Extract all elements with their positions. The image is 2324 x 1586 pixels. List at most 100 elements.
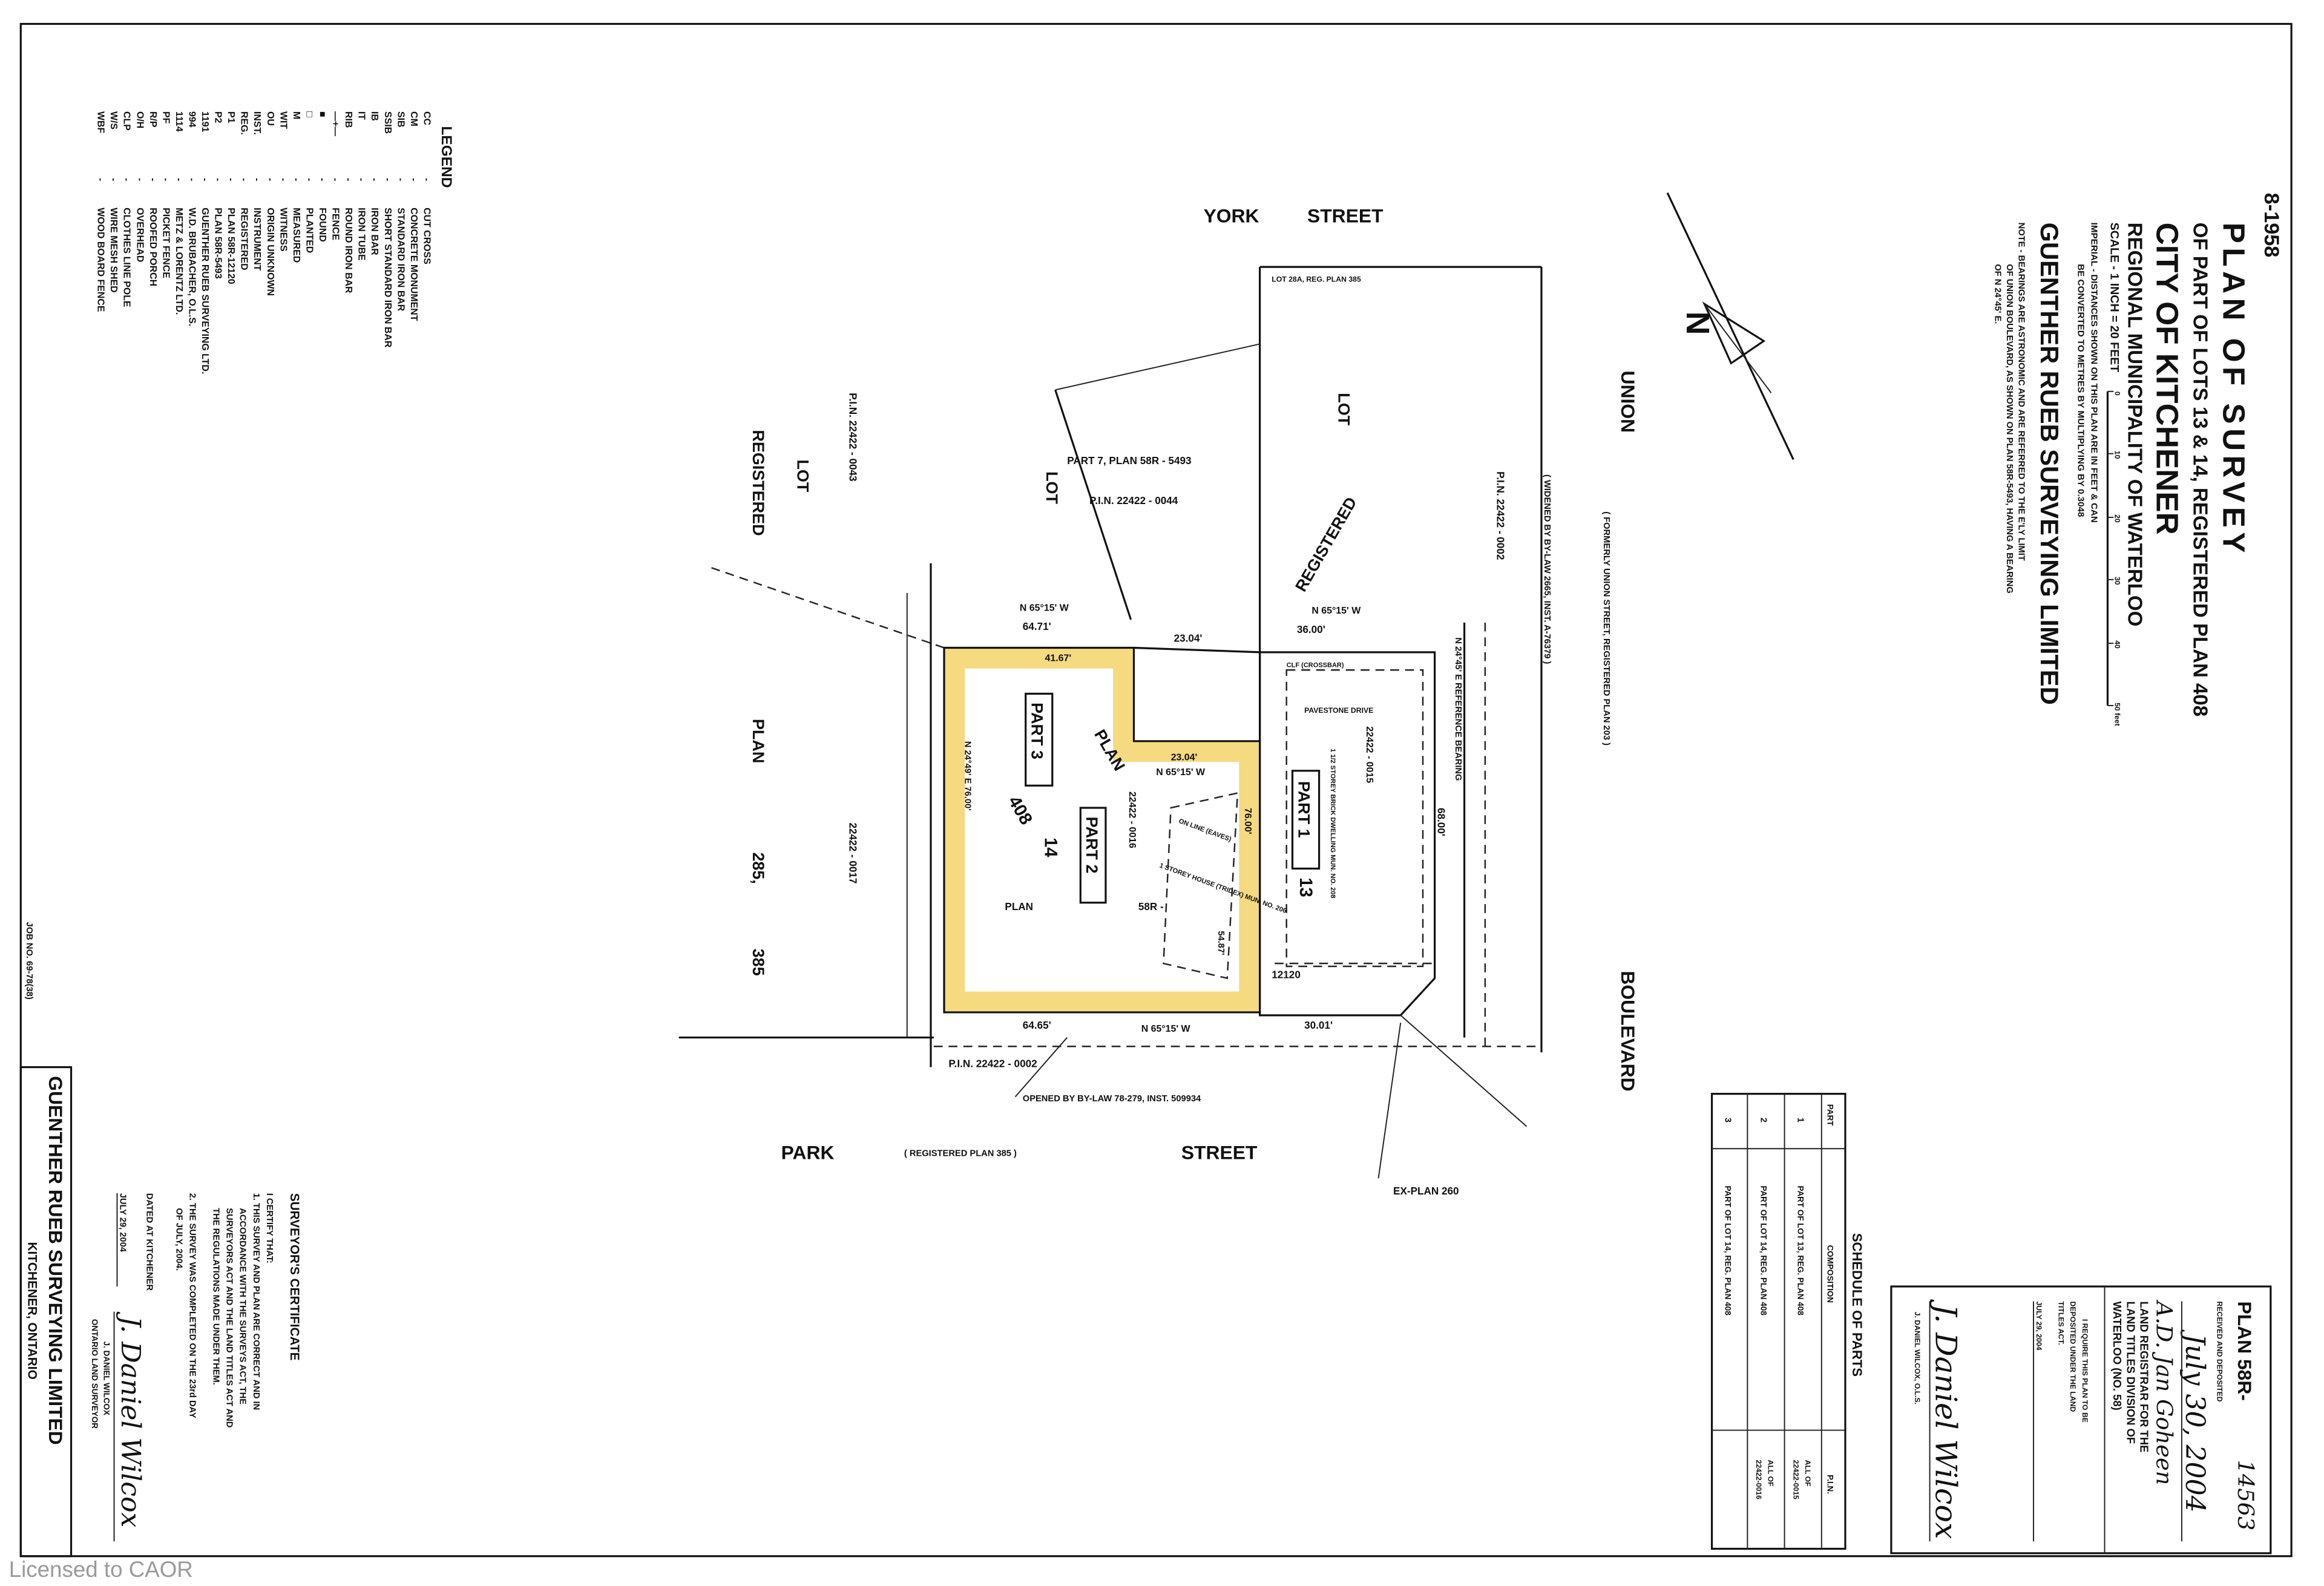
legend-meaning: IRON TUBE (356, 208, 367, 260)
legend-meaning: ROOFED PORCH (148, 208, 158, 286)
legend-separator: - (395, 178, 405, 181)
legend-separator: - (200, 178, 210, 181)
registrar-line: WATERLOO (NO. 58) (2111, 1302, 2124, 1411)
distance-label: 76.00' (1242, 808, 1253, 834)
legend-item: □-PLANTED (304, 111, 314, 253)
legend-item: IB-IRON BAR (369, 111, 379, 255)
plan-number-top: 8-1958 (2260, 193, 2283, 258)
require-line: DEPOSITED UNDER THE LAND (2069, 1302, 2077, 1412)
distance-label: 54.87' (1216, 931, 1226, 955)
certificate-line: THE REGULATIONS MADE UNDER THEM. (211, 1208, 221, 1385)
legend-separator: - (122, 178, 132, 181)
bearing-note-3: OF N 24°45' E. (1992, 264, 2002, 324)
legend-abbr: P1 (226, 111, 236, 123)
legend-meaning: WOOD BOARD FENCE (96, 208, 106, 312)
distance-label: 30.01' (1304, 1019, 1333, 1031)
legend-separator: - (369, 178, 379, 181)
registry-surveyor-signature: J. Daniel Wilcox (1928, 1299, 1963, 1539)
legend-separator: - (239, 178, 249, 181)
distance-label: 64.65' (1023, 1019, 1051, 1031)
parts-2-3-highlight (944, 647, 1260, 1012)
part-composition: PART OF LOT 14, REG. PLAN 408 (1759, 1185, 1768, 1316)
legend-abbr: □ (304, 111, 314, 117)
legend-abbr: REG. (239, 111, 249, 135)
bearing-note-1: NOTE - BEARINGS ARE ASTRONOMIC AND ARE R… (2017, 223, 2026, 561)
plan-label: PLAN 58R- (2234, 1302, 2256, 1401)
plan-ref: 12120 (1272, 969, 1301, 981)
legend-abbr: SIB (395, 111, 405, 128)
legend-abbr: W/S (108, 111, 119, 129)
bearing-label: N 65°15' W (1020, 603, 1069, 613)
legend-item: —+—-FENCE (330, 111, 341, 240)
legend-meaning: MEASURED (291, 208, 301, 263)
legend-abbr: —+— (330, 111, 341, 136)
require-line: TITLES ACT. (2057, 1302, 2066, 1345)
legend-separator: - (96, 178, 106, 181)
lot-label: LOT (1043, 471, 1061, 504)
legend-meaning: CUT CROSS (421, 208, 432, 264)
legend-separator: - (252, 178, 262, 181)
part-pin: ALL OF (1767, 1460, 1775, 1487)
legend-item: 1114-METZ & LORENTZ LTD. (174, 111, 184, 315)
lot-number: 13 (1296, 877, 1316, 897)
york-street-label: YORK (1204, 205, 1259, 227)
scale-tick-label: 20 (2113, 514, 2122, 523)
legend-separator: - (148, 178, 158, 181)
part-2-label: PART 2 (1083, 817, 1101, 874)
part-1-box (1291, 770, 1321, 870)
legend-meaning: ROUND IRON BAR (343, 208, 353, 293)
legend-item: W/S-WIRE MESH SHED (108, 111, 119, 293)
bearing-note-2: OF UNION BOULEVARD, AS SHOWN ON PLAN 58R… (2004, 264, 2014, 594)
legend-abbr: CC (421, 111, 432, 125)
plan-title: PLAN OF SURVEY (2216, 223, 2251, 557)
lot-label: 385 (749, 949, 767, 976)
legend-meaning: SHORT STANDARD IRON BAR (382, 208, 393, 348)
pavestone-drive-label: PAVESTONE DRIVE (1304, 706, 1373, 715)
legend-separator: - (134, 178, 145, 181)
legend-item: P2-PLAN 58R-5493 (213, 111, 223, 279)
legend-meaning: CLOTHES LINE POLE (122, 208, 132, 307)
certificate-date: JULY 29, 2004 (117, 1193, 127, 1253)
legend-item: O/H-OVERHEAD (134, 111, 145, 262)
legend-meaning: REGISTERED (239, 208, 249, 270)
schedule-row: 2 PART OF LOT 14, REG. PLAN 408 ALL OF 2… (1754, 1118, 1775, 1499)
company-name: GUENTHER RUEB SURVEYING LIMITED (2035, 223, 2064, 705)
legend-separator: - (356, 178, 367, 181)
bearing-label: N 24°49' E 76.00' (962, 741, 972, 811)
legend-separator: - (330, 178, 341, 181)
registry-surveyor: J. DANIEL WILCOX, O.L.S. (1913, 1312, 1922, 1404)
legend-meaning: STANDARD IRON BAR (395, 208, 405, 312)
union-widened: ( WIDENED BY BY-LAW 2665, INST. A-76379 … (1542, 474, 1552, 664)
legend-abbr: IB (369, 111, 379, 121)
bearing-label: N 24°45' E REFERENCE BEARING (1453, 637, 1463, 781)
pin-label: P.I.N. 22422 - 0002 (1494, 471, 1506, 560)
certificate-line: 2. THE SURVEY WAS COMPLETED ON THE 23rd … (187, 1193, 197, 1418)
legend-meaning: PICKET FENCE (160, 208, 171, 278)
schedule-title: SCHEDULE OF PARTS (1850, 1233, 1865, 1377)
legend-item: SIB - STANDARD IRON BAR (395, 111, 405, 312)
lot-label: REGISTERED (749, 430, 767, 536)
surveyors-certificate: SURVEYOR'S CERTIFICATE I CERTIFY THAT: 1… (19, 1066, 301, 1558)
legend-abbr: P2 (213, 111, 223, 123)
legend-item: IT-IRON TUBE (356, 111, 367, 261)
legend-separator: - (382, 178, 393, 181)
pin-label: 22422 - 0017 (847, 822, 859, 883)
legend-abbr: O/H (134, 111, 145, 128)
part-number: 1 (1796, 1118, 1805, 1122)
legend-item: SSIB-SHORT STANDARD IRON BAR (382, 111, 393, 348)
schedule-row: 1 PART OF LOT 13, REG. PLAN 408 ALL OF 2… (1791, 1118, 1812, 1499)
imperial-note-2: BE CONVERTED TO METRES BY MULTIPLYING BY… (2075, 264, 2086, 517)
legend-item: WBF-WOOD BOARD FENCE (96, 111, 106, 312)
certificate-line: OF JULY, 2004. (174, 1208, 183, 1271)
legend-abbr: ■ (317, 111, 327, 117)
lot-label: LOT (794, 459, 812, 492)
legend-item: 1191-GUENTHER RUEB SURVEYING LTD. (200, 111, 210, 374)
scale-tick-label: 10 (2113, 451, 2122, 459)
scale-tick-label: 50 feet (2113, 703, 2122, 726)
park-street-plan: ( REGISTERED PLAN 385 ) (904, 1149, 1017, 1159)
legend-separator: - (421, 178, 432, 181)
legend-separator: - (186, 178, 197, 181)
legend-item: CC - CUT CROSS (421, 111, 432, 264)
registrar-line: LAND REGISTRAR FOR THE (2138, 1302, 2150, 1453)
